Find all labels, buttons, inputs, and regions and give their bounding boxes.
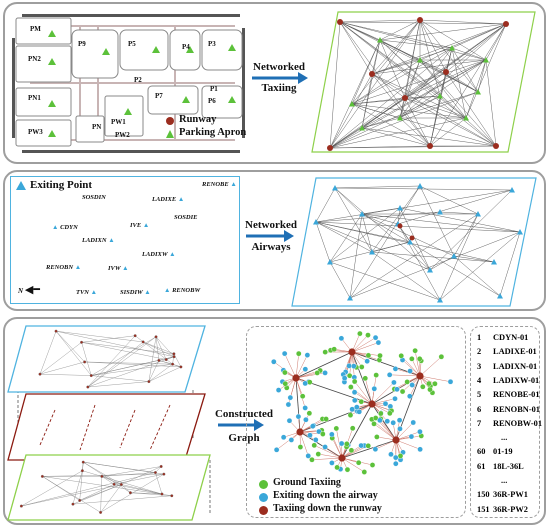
exit-point-renobe: RENOBE ▲ [202, 181, 237, 188]
apron-label-p5: P5 [128, 40, 136, 48]
apron-label-p1: P1 [210, 85, 218, 93]
node-id-row: ... [501, 433, 508, 443]
exit-point-ladixn: LADIXN ▲ [82, 237, 115, 244]
airport-layout-drawing [12, 14, 245, 153]
arrow-label-networked-2: Networked [245, 219, 297, 231]
apron-label-p4: P4 [182, 43, 190, 51]
exit-point-tvn: TVN ▲ [76, 289, 98, 296]
apron-label-p3: P3 [208, 40, 216, 48]
arrow-label-airways: Airways [251, 241, 291, 253]
apron-label-pm: PM [30, 25, 41, 33]
exit-point-renobn: RENOBN ▲ [46, 264, 82, 271]
apron-label-pw2: PW2 [115, 131, 130, 139]
exit-point-sisdiw: SISDIW ▲ [120, 289, 151, 296]
exit-points-map [10, 176, 240, 304]
legend-apron-label: Parking Apron [179, 127, 247, 138]
legend-exit-marker [259, 493, 268, 502]
apron-label-p6: P6 [208, 97, 216, 105]
arrow-label-constructed: Constructed [214, 408, 274, 420]
exit-legend-label: Exiting Point [30, 179, 93, 191]
apron-label-pn: PN [92, 123, 102, 131]
apron-label-pn1: PN1 [28, 94, 41, 102]
arrow-label-graph: Graph [228, 432, 260, 444]
node-id-row: ... [501, 476, 508, 485]
legend-ground-label: Ground Taxiing [273, 477, 341, 488]
legend-runway-marker [166, 117, 174, 125]
legend-runway-taxi-label: Taxiing down the runway [273, 503, 382, 514]
airport-layout-map [10, 8, 250, 156]
arrow-label-taxiing: Taxiing [261, 82, 297, 94]
legend-runway-label: Runway [179, 114, 217, 125]
exit-point-sosdin: SOSDIN [82, 194, 106, 201]
exit-point-ivw: IVW ▲ [108, 265, 129, 272]
apron-label-p9: P9 [78, 40, 86, 48]
legend-runway-taxi-marker [259, 506, 268, 515]
legend-exit-label: Exiting down the airway [273, 490, 378, 501]
compass-north-label: N ◀━ [18, 284, 40, 296]
apron-label-pw1: PW1 [111, 118, 126, 126]
apron-label-pn2: PN2 [28, 55, 41, 63]
apron-label-pw3: PW3 [28, 128, 43, 136]
apron-label-p7: P7 [155, 92, 163, 100]
exit-point-ladixe: LADIXE ▲ [152, 196, 185, 203]
apron-label-p2: P2 [134, 76, 142, 84]
constructed-graph-box [246, 326, 466, 518]
exit-point-renobw: ▲ RENOBW [164, 287, 201, 294]
exit-point-ive: IVE ▲ [130, 222, 150, 229]
exit-point-sosdie: SOSDIE [174, 214, 198, 221]
exit-point-cdyn: ▲ CDYN [52, 224, 78, 231]
legend-ground-marker [259, 480, 268, 489]
exit-point-ladixw: LADIXW ▲ [142, 251, 176, 258]
legend-apron-marker [166, 130, 174, 138]
exit-legend-marker [16, 181, 26, 190]
arrow-label-networked: Networked [253, 61, 305, 73]
